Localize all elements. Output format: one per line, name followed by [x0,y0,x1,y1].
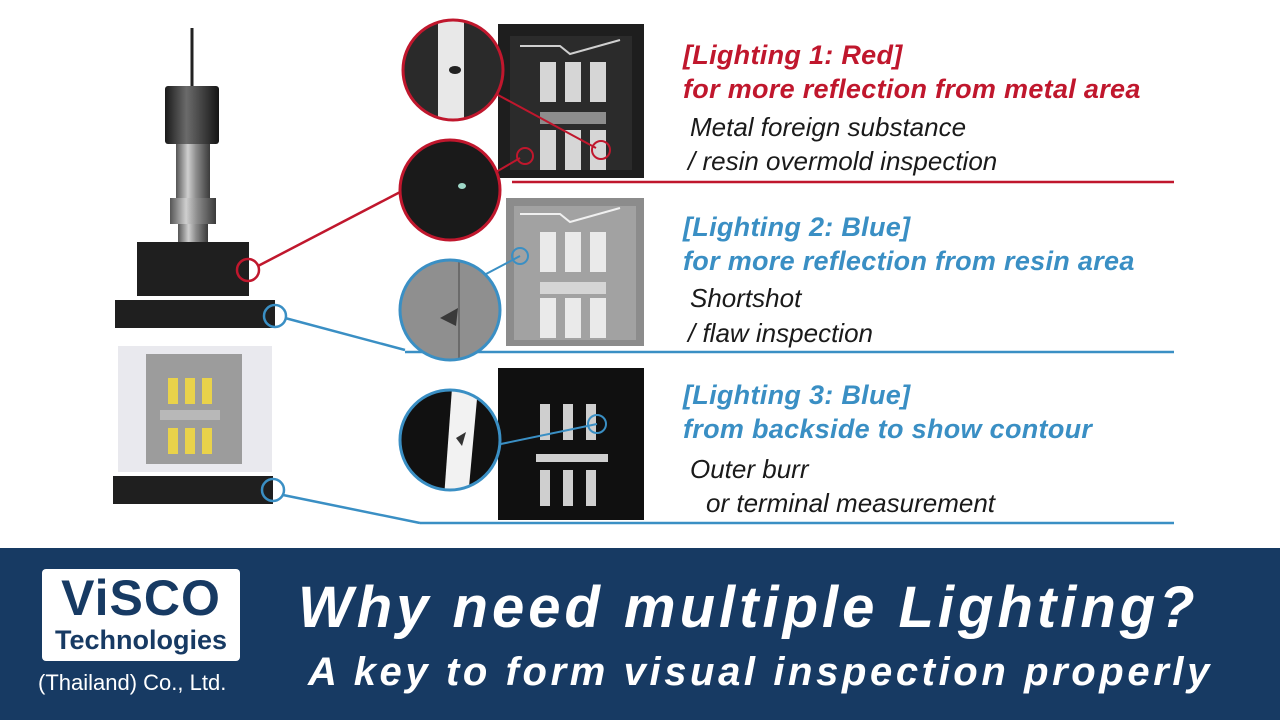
camera-icon [165,28,219,242]
magnifier-icon [398,138,521,242]
panel2-subheading: for more reflection from resin area [683,246,1135,276]
panel3-desc-line1: Outer burr [690,454,809,484]
panel1-desc-line1: Metal foreign substance [690,112,967,142]
ring-light-marker [235,257,261,283]
blue-light-image [506,198,644,346]
logo-technologies: Technologies [54,625,228,655]
banner-title: Why need multiple Lighting? [298,575,1199,640]
magnifier-icon [398,388,502,492]
banner-subtitle: A key to form visual inspection properly [308,650,1213,694]
panel2-heading: [Lighting 2: Blue] [683,212,911,242]
magnifier-icon [398,255,521,362]
panel1-subheading: for more reflection from metal area [683,74,1141,104]
panel2-desc-line1: Shortshot [690,283,802,313]
panel2-desc-line2: / flaw inspection [688,318,873,348]
company-logo: ViSCO Technologies [42,569,240,661]
backlight-image [495,368,644,520]
magnifier-icon [401,18,597,149]
panel3-desc-line2: or terminal measurement [706,488,995,518]
ring-light-icon [137,242,249,296]
backlight-icon [113,476,273,504]
red-light-image [498,24,644,178]
bar-light-icon [115,300,275,328]
lighting-diagram [113,18,1174,525]
panel3-heading: [Lighting 3: Blue] [683,380,911,410]
logo-wordmark: ViSCO [61,570,221,626]
panel1-heading: [Lighting 1: Red] [683,40,903,70]
connector-sample-image [118,346,272,472]
backlight-marker [260,477,286,503]
company-suffix: (Thailand) Co., Ltd. [38,670,227,695]
panel1-desc-line2: / resin overmold inspection [688,146,998,176]
bar-light-marker [262,303,288,329]
panel3-subheading: from backside to show contour [683,414,1093,444]
